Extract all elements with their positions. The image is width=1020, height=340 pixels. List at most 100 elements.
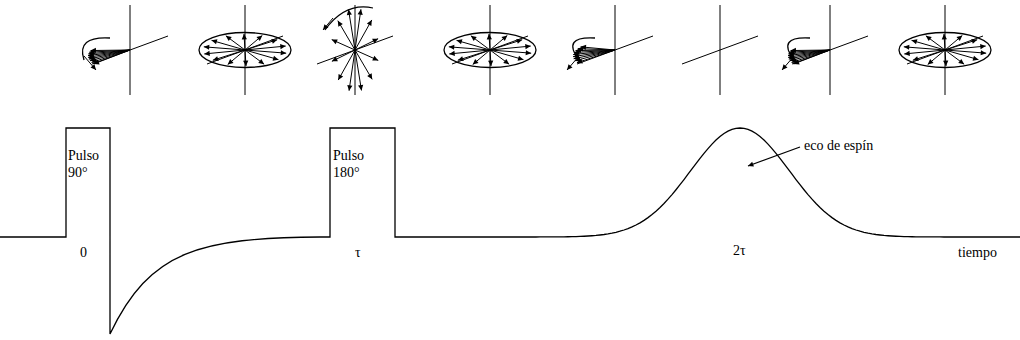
arrow-head bbox=[367, 73, 372, 79]
arrow-head bbox=[449, 51, 455, 56]
arrow-head bbox=[273, 56, 279, 61]
signal-trace bbox=[0, 128, 1020, 334]
arrow-head bbox=[516, 39, 522, 44]
arrow-shaft bbox=[782, 56, 794, 70]
arrow-head bbox=[488, 60, 493, 66]
arrow-head bbox=[473, 59, 479, 64]
arrow-head bbox=[501, 35, 507, 40]
arrow-shaft bbox=[245, 35, 262, 50]
spin-figure bbox=[567, 5, 653, 95]
arrow-head bbox=[926, 36, 932, 41]
arrow-shaft bbox=[926, 36, 945, 50]
arrow-shaft bbox=[945, 35, 962, 50]
arrow-shaft bbox=[245, 50, 264, 64]
arrow-head bbox=[943, 60, 948, 66]
arrow-shaft bbox=[204, 50, 245, 54]
arrow-head bbox=[449, 45, 455, 50]
arrow-shaft bbox=[928, 50, 945, 65]
arrow-shaft bbox=[228, 50, 245, 65]
arrow-head bbox=[332, 57, 338, 62]
arrow-head bbox=[332, 39, 338, 44]
arrow-head bbox=[91, 64, 96, 70]
arrow-head bbox=[213, 56, 219, 61]
arrow-shaft bbox=[490, 50, 509, 64]
arrow-head bbox=[347, 85, 352, 91]
echo-label: eco de espín bbox=[804, 137, 873, 154]
arrow-head bbox=[912, 39, 918, 44]
arrow-head bbox=[212, 39, 218, 44]
arrow-shaft bbox=[245, 46, 286, 50]
arrow-shaft bbox=[449, 50, 490, 54]
time-tick: 0 bbox=[80, 244, 87, 261]
arrow-head bbox=[791, 48, 796, 53]
arrow-shaft bbox=[323, 18, 333, 30]
arrow-head bbox=[338, 74, 343, 80]
arrow-head bbox=[372, 39, 378, 44]
arrow-head bbox=[457, 39, 463, 44]
pulse-label: Pulso 90° bbox=[68, 147, 108, 181]
arrow-head bbox=[973, 56, 979, 61]
arrow-head bbox=[258, 59, 264, 64]
arrow-head bbox=[458, 56, 464, 61]
precession-ellipse bbox=[199, 33, 291, 68]
spin-figure bbox=[317, 5, 393, 95]
arrow-head bbox=[904, 45, 910, 50]
arrow-shaft bbox=[473, 50, 490, 65]
arrow-shaft bbox=[226, 36, 245, 50]
arrow-head bbox=[204, 45, 210, 50]
y-axis bbox=[317, 36, 393, 64]
arrow-head bbox=[567, 64, 572, 70]
arrow-shaft bbox=[945, 50, 964, 64]
arrow-head bbox=[323, 24, 328, 30]
arrow-head bbox=[748, 162, 754, 167]
spin-figure bbox=[444, 5, 536, 95]
dephasing-arc bbox=[573, 38, 595, 60]
arrow-head bbox=[981, 50, 987, 55]
arrow-head bbox=[242, 34, 247, 40]
precession-ellipse bbox=[899, 33, 991, 68]
time-tick: 2τ bbox=[733, 242, 746, 259]
arrow-head bbox=[958, 59, 964, 64]
arrow-head bbox=[904, 51, 910, 56]
arrow-shaft bbox=[355, 39, 378, 50]
arrow-head bbox=[372, 56, 378, 61]
precession-ellipse bbox=[444, 33, 536, 68]
arrow-head bbox=[226, 36, 232, 41]
arrow-shaft bbox=[332, 50, 355, 61]
dephasing-arc bbox=[788, 38, 810, 60]
dephasing-arc bbox=[82, 38, 110, 60]
arrow-shaft bbox=[91, 50, 130, 52]
arrow-head bbox=[503, 59, 509, 64]
arrow-head bbox=[942, 34, 947, 40]
arrow-head bbox=[367, 20, 372, 26]
time-tick: τ bbox=[355, 244, 361, 261]
arrow-head bbox=[281, 50, 287, 55]
arrow-shaft bbox=[490, 46, 531, 50]
arrow-head bbox=[358, 9, 363, 15]
echo-leader bbox=[748, 147, 800, 167]
arrow-head bbox=[525, 44, 531, 49]
y-axis bbox=[682, 36, 758, 64]
arrow-head bbox=[280, 44, 286, 49]
spin-figure bbox=[82, 5, 168, 95]
arrow-shaft bbox=[349, 10, 355, 50]
spin-figure bbox=[782, 5, 868, 95]
arrow-head bbox=[243, 60, 248, 66]
arrow-head bbox=[980, 44, 986, 49]
spin-figure bbox=[899, 5, 991, 95]
arrow-shaft bbox=[490, 35, 507, 50]
arrow-head bbox=[358, 85, 363, 91]
arrow-shaft bbox=[791, 50, 830, 52]
arrow-head bbox=[256, 35, 262, 40]
arrow-head bbox=[338, 21, 343, 27]
axis-label: tiempo bbox=[958, 244, 997, 261]
arrow-head bbox=[526, 50, 532, 55]
arrow-head bbox=[487, 34, 492, 40]
arrow-shaft bbox=[904, 50, 945, 54]
arrow-shaft bbox=[355, 50, 361, 90]
arrow-head bbox=[518, 56, 524, 61]
pulse-label: Pulso 180° bbox=[333, 147, 391, 181]
arrow-head bbox=[971, 39, 977, 44]
